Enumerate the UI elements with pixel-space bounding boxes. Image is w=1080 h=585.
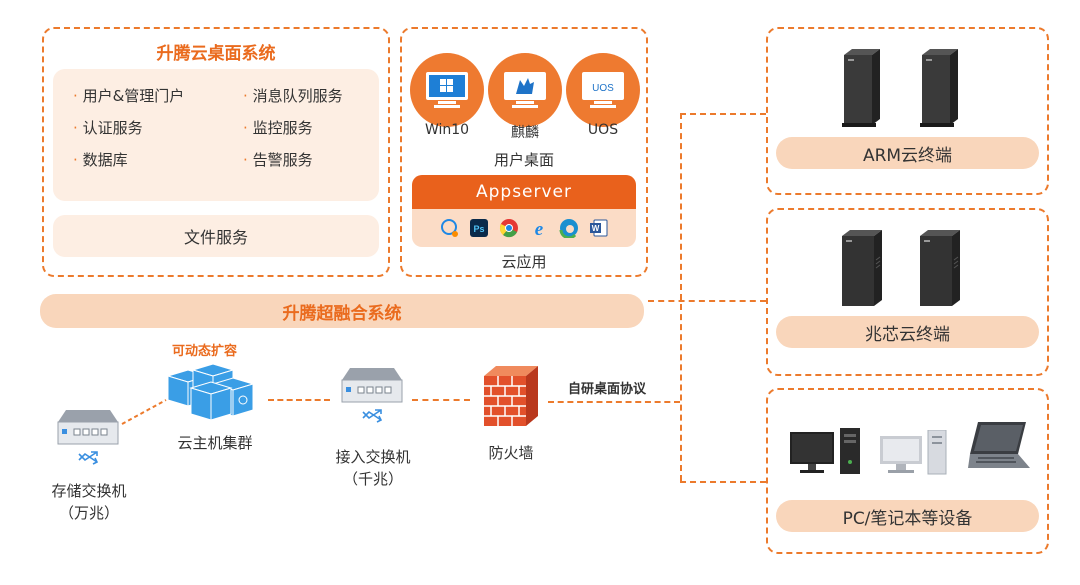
access-switch-icon xyxy=(341,368,403,423)
svg-text:e: e xyxy=(535,219,544,238)
zhaoxin-terminal-panel: 兆芯云终端 xyxy=(766,208,1049,376)
windows-circle xyxy=(410,53,484,127)
app-icons-row: Ps e W xyxy=(412,209,636,247)
cluster-label: 云主机集群 xyxy=(177,434,253,452)
access-switch-label: 接入交换机 （千兆） xyxy=(318,446,428,490)
mini-pc-icon xyxy=(842,230,882,306)
mini-pc-icon xyxy=(920,230,960,306)
link-pc xyxy=(680,481,766,483)
access-switch-speed: （千兆） xyxy=(342,470,403,488)
hyperconverged-label: 升腾超融合系统 xyxy=(282,303,402,324)
edge-icon xyxy=(559,219,578,238)
service-alert: · 告警服务 xyxy=(243,151,313,169)
service-auth: · 认证服务 xyxy=(73,119,143,137)
protocol-label: 自研桌面协议 xyxy=(568,382,647,397)
uos-icon: UOS xyxy=(582,72,624,108)
all-in-one-pc-icon xyxy=(880,430,947,475)
os-label-kylin: 麒麟 xyxy=(511,125,539,141)
zhaoxin-terminal-label: 兆芯云终端 xyxy=(776,316,1039,348)
user-desktop-label: 用户桌面 xyxy=(493,151,554,169)
services-panel: · 用户&管理门户 · 认证服务 · 数据库 · 消息队列服务 · 监控服务 ·… xyxy=(53,69,379,201)
laptop-icon xyxy=(968,422,1030,468)
windows-icon xyxy=(426,72,468,108)
trunk-line xyxy=(680,113,682,481)
server-cluster-icon xyxy=(166,363,255,421)
uos-circle: UOS xyxy=(566,53,640,127)
service-monitor: · 监控服务 xyxy=(243,119,313,137)
user-desktop-panel: UOS Win10 麒麟 UOS 用户桌面 Appserver Ps e W 云… xyxy=(400,27,648,277)
desktop-pc-icon xyxy=(790,428,860,474)
storage-switch-label: 存储交换机 （万兆） xyxy=(34,480,144,524)
thin-client-icon xyxy=(842,49,880,127)
desktop-system-panel: 升腾云桌面系统 · 用户&管理门户 · 认证服务 · 数据库 · 消息队列服务 … xyxy=(42,27,390,277)
storage-switch-icon xyxy=(57,410,119,465)
arm-terminal-label: ARM云终端 xyxy=(776,137,1039,169)
kylin-icon xyxy=(504,72,546,108)
firewall-label: 防火墙 xyxy=(488,444,534,462)
firewall-icon xyxy=(484,366,538,426)
arm-terminal-panel: ARM云终端 xyxy=(766,27,1049,195)
os-label-win10: Win10 xyxy=(424,122,470,138)
access-switch-name: 接入交换机 xyxy=(335,448,411,466)
storage-switch-speed: （万兆） xyxy=(58,504,119,522)
os-label-uos: UOS xyxy=(587,122,619,138)
file-service-label: 文件服务 xyxy=(183,228,248,247)
storage-switch-name: 存储交换机 xyxy=(51,482,127,500)
chat-icon xyxy=(441,219,458,237)
appserver-label: Appserver xyxy=(475,182,573,202)
uos-screen-text: UOS xyxy=(592,83,614,94)
service-message-queue: · 消息队列服务 xyxy=(243,87,343,105)
svg-text:Ps: Ps xyxy=(473,224,484,234)
appserver-block: Appserver Ps e W xyxy=(412,175,636,247)
service-database: · 数据库 xyxy=(73,151,128,169)
link-firewall-terminals xyxy=(548,401,680,403)
scale-label: 可动态扩容 xyxy=(172,344,238,359)
desktop-system-title: 升腾云桌面系统 xyxy=(156,44,276,64)
appserver-bar: Appserver xyxy=(412,175,636,209)
link-arm xyxy=(680,113,766,115)
kylin-circle xyxy=(488,53,562,127)
file-service-panel: 文件服务 xyxy=(53,215,379,257)
pc-devices-label: PC/笔记本等设备 xyxy=(776,500,1039,532)
link-access-firewall xyxy=(412,399,470,401)
photoshop-icon: Ps xyxy=(470,219,488,237)
service-user-portal: · 用户&管理门户 xyxy=(73,87,185,105)
thin-client-icon xyxy=(920,49,958,127)
word-icon: W xyxy=(590,219,608,237)
link-zhaoxin xyxy=(648,300,766,302)
hyperconverged-bar: 升腾超融合系统 xyxy=(40,294,644,328)
cloud-app-label: 云应用 xyxy=(501,253,547,271)
ie-icon: e xyxy=(535,219,544,238)
chrome-icon xyxy=(499,219,518,238)
pc-devices-panel: PC/笔记本等设备 xyxy=(766,388,1049,554)
link-cluster-access xyxy=(268,399,330,401)
svg-text:W: W xyxy=(592,224,600,233)
link-storage-cluster xyxy=(121,399,167,425)
